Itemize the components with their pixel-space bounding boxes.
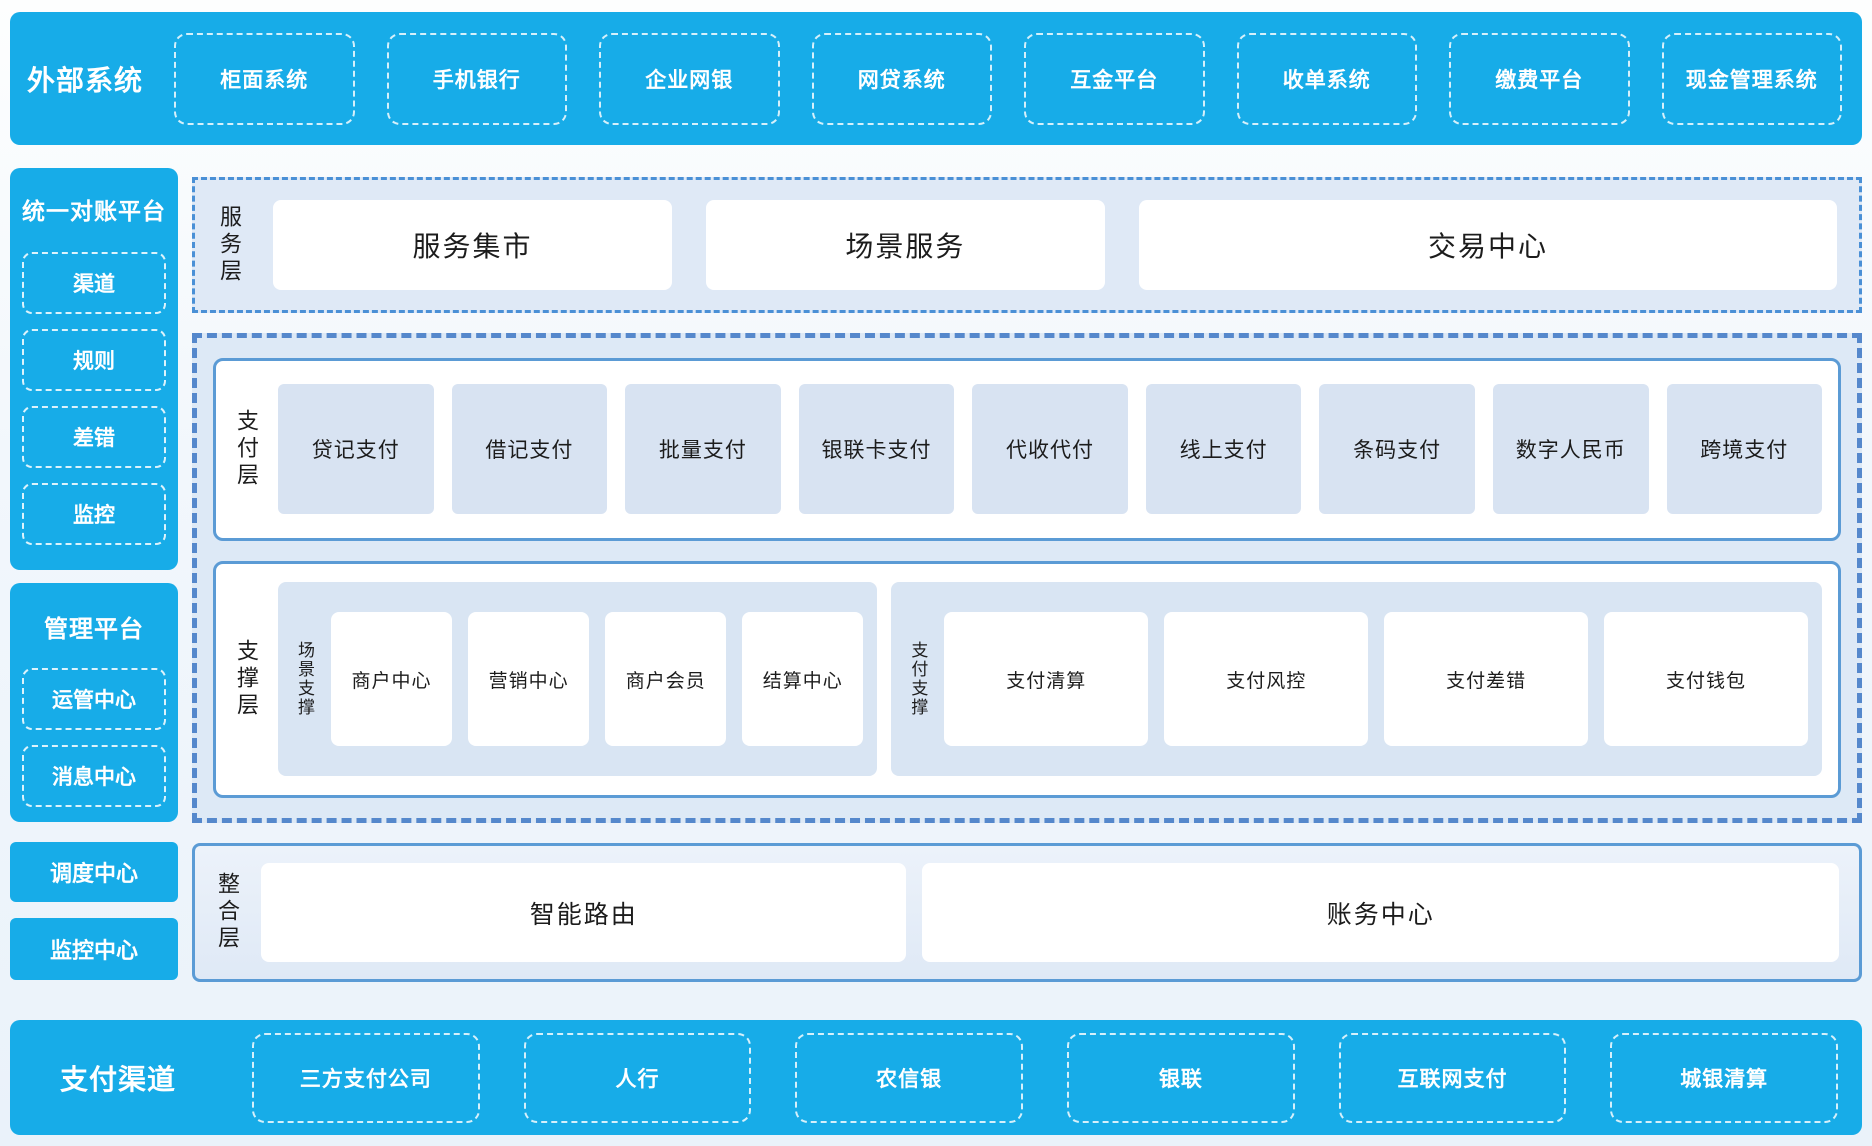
- payment-channel-item: 三方支付公司: [252, 1032, 480, 1123]
- scene-support-item: 营销中心: [468, 612, 590, 747]
- service-item: 交易中心: [1138, 200, 1838, 290]
- payment-item: 跨境支付: [1666, 384, 1823, 515]
- management-item: 消息中心: [22, 745, 166, 807]
- support-layer-groups: 场景支撑 商户中心 营销中心 商户会员 结算中心 支付支撑 支付清算: [278, 582, 1822, 777]
- reconciliation-platform-panel: 统一对账平台 渠道 规则 差错 监控: [10, 168, 178, 570]
- support-layer-panel: 支撑层 场景支撑 商户中心 营销中心 商户会员 结算中心: [213, 560, 1841, 798]
- payment-layer-panel: 支付层 贷记支付 借记支付 批量支付 银联卡支付 代收代付 线上支付 条码支付 …: [213, 358, 1841, 541]
- reconciliation-item: 渠道: [22, 252, 166, 314]
- reconciliation-platform-items: 渠道 规则 差错 监控: [22, 252, 166, 545]
- payment-support-label: 支付支撑: [908, 641, 928, 718]
- monitor-center-box: 监控中心: [10, 918, 178, 980]
- payment-support-item: 支付风控: [1164, 612, 1369, 747]
- payment-channel-item: 人行: [523, 1032, 752, 1123]
- payment-layer-items: 贷记支付 借记支付 批量支付 银联卡支付 代收代付 线上支付 条码支付 数字人民…: [278, 384, 1823, 515]
- payment-support-item: 支付钱包: [1604, 612, 1808, 747]
- payment-support-item: 支付清算: [944, 612, 1149, 747]
- management-platform-panel: 管理平台 运管中心 消息中心: [10, 583, 178, 822]
- reconciliation-item: 规则: [22, 329, 166, 391]
- payment-layer-label: 支付层: [234, 408, 259, 490]
- external-system-item: 网贷系统: [811, 32, 992, 125]
- dispatch-center-box: 调度中心: [10, 842, 178, 902]
- external-system-item: 缴费平台: [1449, 32, 1630, 125]
- payment-item: 贷记支付: [278, 384, 434, 515]
- payment-item: 条码支付: [1319, 384, 1475, 515]
- integration-layer-items: 智能路由 账务中心: [261, 863, 1839, 962]
- external-system-item: 收单系统: [1236, 32, 1417, 125]
- scene-support-group: 场景支撑 商户中心 营销中心 商户会员 结算中心: [278, 582, 878, 777]
- scene-support-item: 商户会员: [605, 612, 727, 747]
- service-layer-panel: 服务层 服务集市 场景服务 交易中心: [192, 177, 1862, 313]
- payment-item: 代收代付: [972, 384, 1128, 515]
- external-system-item: 企业网银: [599, 32, 780, 125]
- management-platform-title: 管理平台: [44, 616, 144, 643]
- payment-item: 线上支付: [1145, 384, 1302, 515]
- integration-item: 账务中心: [922, 863, 1839, 962]
- left-sidebar: 统一对账平台 渠道 规则 差错 监控 管理平台 运管中心 消息中心 调度中心 监…: [10, 145, 178, 982]
- payment-item: 批量支付: [625, 384, 781, 515]
- scene-support-label: 场景支撑: [295, 641, 314, 718]
- external-system-item: 手机银行: [386, 32, 567, 125]
- management-platform-items: 运管中心 消息中心: [22, 668, 166, 807]
- reconciliation-item: 差错: [22, 406, 166, 468]
- payment-support-group: 支付支撑 支付清算 支付风控 支付差错 支付钱包: [891, 582, 1822, 777]
- payment-channels-items: 三方支付公司 人行 农信银 银联 互联网支付 城银清算: [252, 1032, 1839, 1123]
- payment-channels-label: 支付渠道: [59, 1063, 176, 1095]
- service-layer-items: 服务集市 场景服务 交易中心: [273, 200, 1838, 290]
- payment-item: 数字人民币: [1492, 384, 1649, 515]
- payment-channel-item: 银联: [1067, 1032, 1295, 1123]
- payment-channel-item: 城银清算: [1610, 1032, 1839, 1123]
- integration-item: 智能路由: [261, 863, 907, 962]
- support-layer-label: 支撑层: [234, 638, 259, 720]
- management-item: 运管中心: [22, 668, 166, 730]
- reconciliation-item: 监控: [22, 483, 166, 545]
- integration-layer-label: 整合层: [215, 872, 240, 953]
- payment-item: 银联卡支付: [798, 384, 955, 515]
- payment-support-item: 支付差错: [1384, 612, 1589, 747]
- external-systems-items: 柜面系统 手机银行 企业网银 网贷系统 互金平台 收单系统 缴费平台 现金管理系…: [174, 32, 1842, 125]
- diagram-body: 统一对账平台 渠道 规则 差错 监控 管理平台 运管中心 消息中心 调度中心 监…: [10, 145, 1862, 982]
- scene-support-item: 结算中心: [742, 612, 864, 747]
- scene-support-item: 商户中心: [331, 612, 453, 747]
- external-system-item: 互金平台: [1024, 32, 1205, 125]
- reconciliation-platform-title: 统一对账平台: [22, 198, 166, 224]
- service-item: 服务集市: [273, 200, 672, 290]
- payment-channel-item: 农信银: [795, 1032, 1024, 1123]
- core-layers-container: 支付层 贷记支付 借记支付 批量支付 银联卡支付 代收代付 线上支付 条码支付 …: [192, 333, 1862, 823]
- external-system-item: 柜面系统: [174, 32, 355, 125]
- service-layer-label: 服务层: [217, 204, 242, 286]
- external-systems-banner: 外部系统 柜面系统 手机银行 企业网银 网贷系统 互金平台 收单系统 缴费平台 …: [10, 12, 1862, 145]
- scene-support-items: 商户中心 营销中心 商户会员 结算中心: [331, 612, 864, 747]
- external-system-item: 现金管理系统: [1661, 32, 1842, 125]
- payment-channel-item: 互联网支付: [1338, 1032, 1567, 1123]
- main-content: 服务层 服务集市 场景服务 交易中心 支付层 贷记支付 借记支付 批量支付 银联…: [192, 145, 1862, 982]
- payment-support-items: 支付清算 支付风控 支付差错 支付钱包: [944, 612, 1808, 747]
- payment-item: 借记支付: [451, 384, 608, 515]
- external-systems-label: 外部系统: [26, 64, 143, 96]
- payment-channels-banner: 支付渠道 三方支付公司 人行 农信银 银联 互联网支付 城银清算: [10, 1020, 1862, 1135]
- service-item: 场景服务: [705, 200, 1105, 290]
- integration-layer-panel: 整合层 智能路由 账务中心: [192, 843, 1862, 982]
